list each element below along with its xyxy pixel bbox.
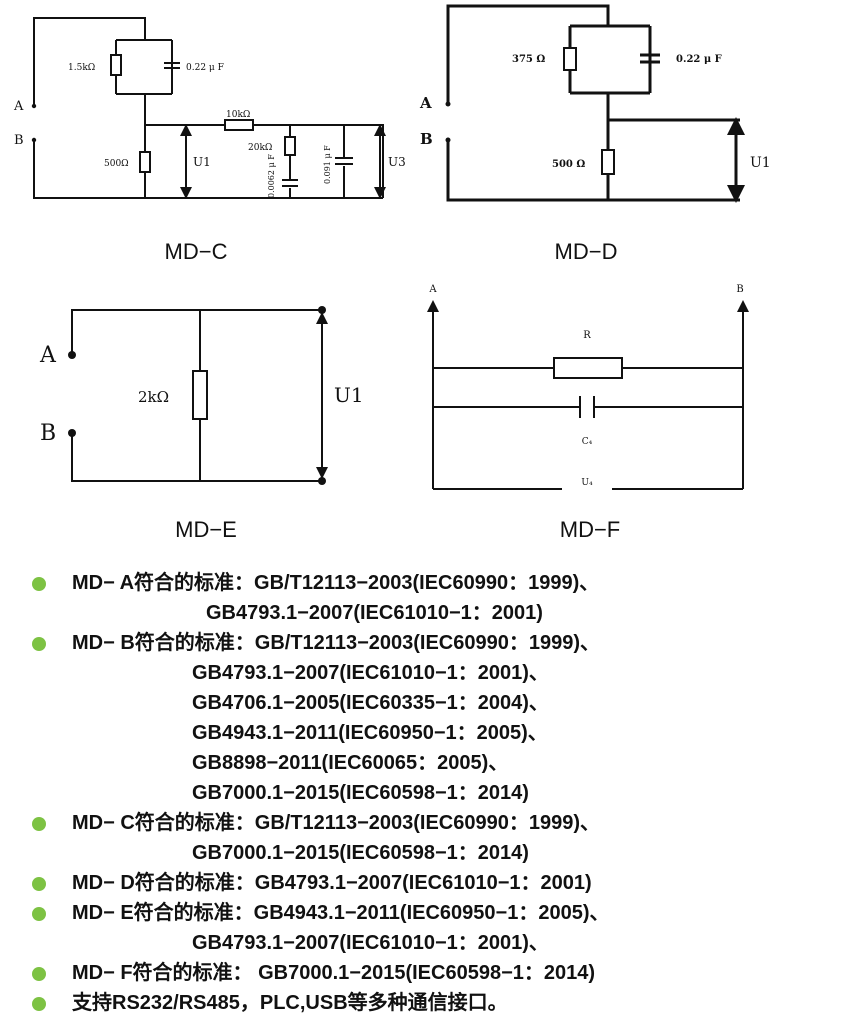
md-c-label-10k: 10kΩ <box>226 110 250 120</box>
md-d-label-u1: U1 <box>750 155 771 171</box>
diagram-md-d: A B 375 Ω 0.22 μ F 500 Ω U1 MD−D <box>419 4 771 264</box>
resistor-2k <box>192 370 208 420</box>
resistor-10k <box>224 119 254 131</box>
resistor-r <box>553 357 623 379</box>
md-e-terminal-a: A <box>39 343 57 368</box>
standard-line: MD− C符合的标准：GB/T12113−2003(IEC60990：1999)… <box>72 812 601 834</box>
standard-line: MD− A符合的标准：GB/T12113−2003(IEC60990：1999)… <box>72 572 600 594</box>
md-e-terminal-b: B <box>40 421 56 446</box>
md-d-terminal-a: A <box>419 94 432 112</box>
md-c-label-u1: U1 <box>193 155 211 169</box>
md-e-label-2k: 2kΩ <box>138 388 169 406</box>
bullet-icon <box>32 817 46 831</box>
md-d-terminal-b: B <box>420 130 433 148</box>
standard-line: GB4793.1−2007(IEC61010−1：2001)、 <box>192 932 549 954</box>
md-f-label-c4: C₄ <box>582 437 593 447</box>
md-d-label-375: 375 Ω <box>512 54 545 65</box>
md-c-terminal-b: B <box>14 133 24 148</box>
bullet-icon <box>32 637 46 651</box>
md-c-label-c0062: 0.0062 μ F <box>267 154 276 198</box>
md-c-label-u3: U3 <box>388 155 406 169</box>
resistor-1k5 <box>110 54 122 76</box>
md-d-label-c022: 0.22 μ F <box>676 54 722 65</box>
md-c-label-500: 500Ω <box>104 159 129 169</box>
md-f-label-r: R <box>583 330 591 341</box>
resistor-500d <box>601 149 615 175</box>
md-c-label-1k5: 1.5kΩ <box>68 63 95 73</box>
md-c-label-20k: 20kΩ <box>248 143 272 153</box>
md-f-terminal-a: A <box>428 284 437 295</box>
md-d-label-500: 500 Ω <box>552 159 585 170</box>
circuit-diagrams: A B 1.5kΩ 0.22 μ F 500Ω U1 10kΩ 20kΩ 0.0… <box>13 4 771 542</box>
resistor-500 <box>139 151 151 173</box>
standard-line: GB4706.1−2005(IEC60335−1：2004)、 <box>192 692 549 714</box>
diagram-md-e: A B 2kΩ U1 MD−E <box>39 306 364 542</box>
bullet-icon <box>32 967 46 981</box>
resistor-20k <box>284 136 296 156</box>
standard-line: GB7000.1−2015(IEC60598−1：2014) <box>192 782 529 804</box>
standard-line: GB4793.1−2007(IEC61010−1：2001) <box>206 602 543 624</box>
bullet-icon <box>32 907 46 921</box>
standard-line: GB4943.1−2011(IEC60950−1：2005)、 <box>192 722 548 744</box>
md-f-label-u4: U₄ <box>581 478 593 488</box>
standard-line: GB4793.1−2007(IEC61010−1：2001)、 <box>192 662 549 684</box>
standard-line: MD− D符合的标准：GB4793.1−2007(IEC61010−1：2001… <box>72 872 592 894</box>
standard-line: MD− F符合的标准： GB7000.1−2015(IEC60598−1：201… <box>72 962 596 984</box>
md-c-label-c022: 0.22 μ F <box>186 63 224 73</box>
standard-line: GB7000.1−2015(IEC60598−1：2014) <box>192 842 529 864</box>
md-f-caption: MD−F <box>560 517 621 542</box>
standard-line: 支持RS232/RS485，PLC,USB等多种通信接口。 <box>72 992 508 1014</box>
diagram-md-c: A B 1.5kΩ 0.22 μ F 500Ω U1 10kΩ 20kΩ 0.0… <box>13 17 406 264</box>
bullet-icon <box>32 877 46 891</box>
capacitor-c4 <box>579 396 595 418</box>
resistor-375 <box>563 47 577 71</box>
md-c-caption: MD−C <box>165 239 228 264</box>
bullet-icon <box>32 997 46 1011</box>
standard-line: GB8898−2011(IEC60065：2005)、 <box>192 752 509 774</box>
md-c-terminal-a: A <box>13 99 24 114</box>
standard-line: MD− B符合的标准：GB/T12113−2003(IEC60990：1999)… <box>72 632 601 654</box>
md-e-caption: MD−E <box>175 517 237 542</box>
md-f-terminal-b: B <box>736 284 743 295</box>
md-e-label-u1: U1 <box>334 383 364 407</box>
standard-line: MD− E符合的标准：GB4943.1−2011(IEC60950−1：2005… <box>72 902 610 924</box>
diagram-md-f: A B R C₄ U₄ MD−F <box>427 284 749 542</box>
md-d-caption: MD−D <box>555 239 618 264</box>
bullet-icon <box>32 577 46 591</box>
md-c-label-c091: 0.091 μ F <box>323 145 332 184</box>
